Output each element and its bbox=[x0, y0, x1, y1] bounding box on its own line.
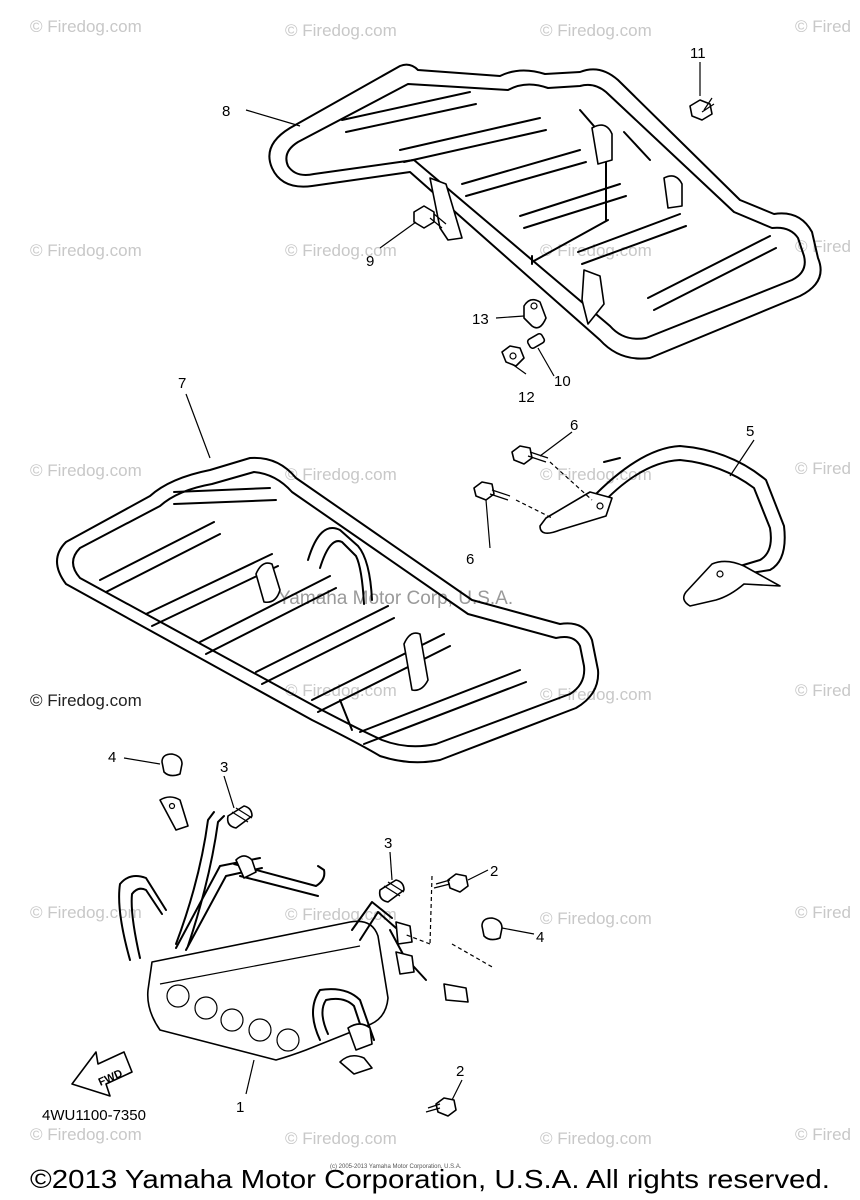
bolt-9 bbox=[413, 205, 447, 229]
bolt-6-upper bbox=[511, 445, 549, 465]
rear-bar bbox=[539, 445, 786, 607]
callout-13: 13 bbox=[472, 311, 489, 328]
watermark: © Firedog.com bbox=[540, 241, 652, 260]
bolt-2-upper bbox=[433, 873, 469, 893]
assembly-line bbox=[549, 461, 593, 501]
fwd-arrow-icon: FWD bbox=[71, 1051, 133, 1097]
callout-6-upper: 6 bbox=[570, 417, 578, 434]
leader-lines bbox=[123, 62, 755, 1101]
side-watermark: © Firedog.com bbox=[30, 691, 142, 710]
cap-4-right bbox=[481, 917, 503, 941]
callout-3-left: 3 bbox=[220, 759, 228, 776]
callout-2-upper: 2 bbox=[490, 863, 498, 880]
watermark: © Fired bbox=[795, 1125, 851, 1144]
assembly-line bbox=[403, 933, 431, 945]
watermark: © Firedog.com bbox=[540, 21, 652, 40]
watermark: © Firedog.com bbox=[30, 903, 142, 922]
cap-4-left bbox=[161, 753, 183, 777]
watermark: © Fired bbox=[795, 237, 851, 256]
nut-12 bbox=[501, 345, 525, 367]
copyright-footer: ©2013 Yamaha Motor Corporation, U.S.A. A… bbox=[30, 1164, 830, 1194]
watermark: © Firedog.com bbox=[285, 241, 397, 260]
watermark: © Firedog.com bbox=[285, 21, 397, 40]
assembly-line bbox=[515, 499, 553, 519]
watermark: © Firedog.com bbox=[30, 1125, 142, 1144]
watermark: © Fired bbox=[795, 459, 851, 478]
watermark: © Firedog.com bbox=[285, 1129, 397, 1148]
callout-11: 11 bbox=[690, 45, 706, 62]
watermark: © Firedog.com bbox=[540, 909, 652, 928]
callout-6-lower: 6 bbox=[466, 551, 474, 568]
callout-7: 7 bbox=[178, 375, 186, 392]
collar-10 bbox=[526, 332, 546, 350]
bolt-6-lower bbox=[473, 481, 511, 501]
watermark: © Firedog.com bbox=[285, 465, 397, 484]
watermark: © Firedog.com bbox=[285, 681, 397, 700]
front-guard bbox=[118, 796, 469, 1075]
callout-10: 10 bbox=[554, 373, 571, 390]
grommet-3-right bbox=[378, 879, 405, 903]
callout-8: 8 bbox=[222, 103, 230, 120]
diagram-code: 4WU1100-7350 bbox=[42, 1107, 146, 1124]
watermark: © Fired bbox=[795, 681, 851, 700]
callout-1: 1 bbox=[236, 1099, 244, 1116]
watermark: © Firedog.com bbox=[540, 1129, 652, 1148]
clip-13 bbox=[523, 298, 547, 329]
bolt-2-lower bbox=[425, 1097, 457, 1117]
bolt-11 bbox=[689, 97, 715, 121]
callout-4-right: 4 bbox=[536, 929, 544, 946]
callout-3-right: 3 bbox=[384, 835, 392, 852]
watermark: © Firedog.com bbox=[30, 461, 142, 480]
tiny-copyright-notice: (c) 2005-2013 Yamaha Motor Corporation, … bbox=[330, 1164, 462, 1170]
assembly-line bbox=[429, 875, 433, 945]
callout-12: 12 bbox=[518, 389, 535, 406]
callout-5: 5 bbox=[746, 423, 754, 440]
watermark: © Firedog.com bbox=[30, 241, 142, 260]
callout-4-left: 4 bbox=[108, 749, 116, 766]
callout-9: 9 bbox=[366, 253, 374, 270]
rear-carrier bbox=[268, 63, 822, 360]
watermark: © Fired bbox=[795, 17, 851, 36]
watermark: © Firedog.com bbox=[540, 685, 652, 704]
front-carrier bbox=[56, 456, 600, 764]
watermark: © Firedog.com bbox=[285, 905, 397, 924]
callout-2-lower: 2 bbox=[456, 1063, 464, 1080]
grommet-3-left bbox=[226, 805, 253, 829]
watermark: © Fired bbox=[795, 903, 851, 922]
assembly-line bbox=[451, 943, 495, 969]
watermark: © Firedog.com bbox=[30, 17, 142, 36]
